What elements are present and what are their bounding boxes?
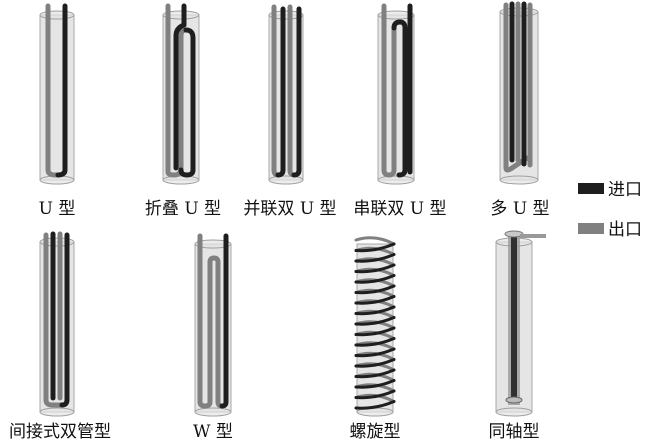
legend-outlet-swatch (578, 223, 604, 234)
coaxial-type-figure: 同轴型 (489, 230, 546, 440)
legend-outlet-label: 出口 (608, 220, 642, 240)
multi-u-type-label: 多 U 型 (490, 199, 549, 219)
indirect-double-pipe-label: 间接式双管型 (9, 422, 111, 440)
legend: 进口 出口 (578, 180, 642, 240)
u-type-figure: U 型 (39, 3, 76, 219)
w-type-figure: W 型 (193, 233, 233, 440)
multi-u-type-figure: 多 U 型 (490, 1, 550, 219)
spiral-type-figure: 螺旋型 (350, 236, 401, 440)
parallel-double-u-label: 并联双 U 型 (243, 199, 336, 219)
w-type-label: W 型 (193, 422, 233, 440)
series-double-u-label: 串联双 U 型 (353, 199, 446, 219)
legend-inlet-label: 进口 (608, 180, 642, 200)
legend-inlet-swatch (578, 183, 604, 194)
folded-u-type-label: 折叠 U 型 (145, 199, 221, 219)
series-double-u-figure: 串联双 U 型 (353, 3, 447, 219)
spiral-type-label: 螺旋型 (350, 422, 401, 440)
indirect-double-pipe-figure: 间接式双管型 (9, 231, 111, 440)
folded-u-type-figure: 折叠 U 型 (145, 3, 221, 219)
parallel-double-u-figure: 并联双 U 型 (243, 4, 337, 219)
u-type-label: U 型 (39, 199, 76, 219)
coaxial-type-label: 同轴型 (489, 422, 540, 440)
